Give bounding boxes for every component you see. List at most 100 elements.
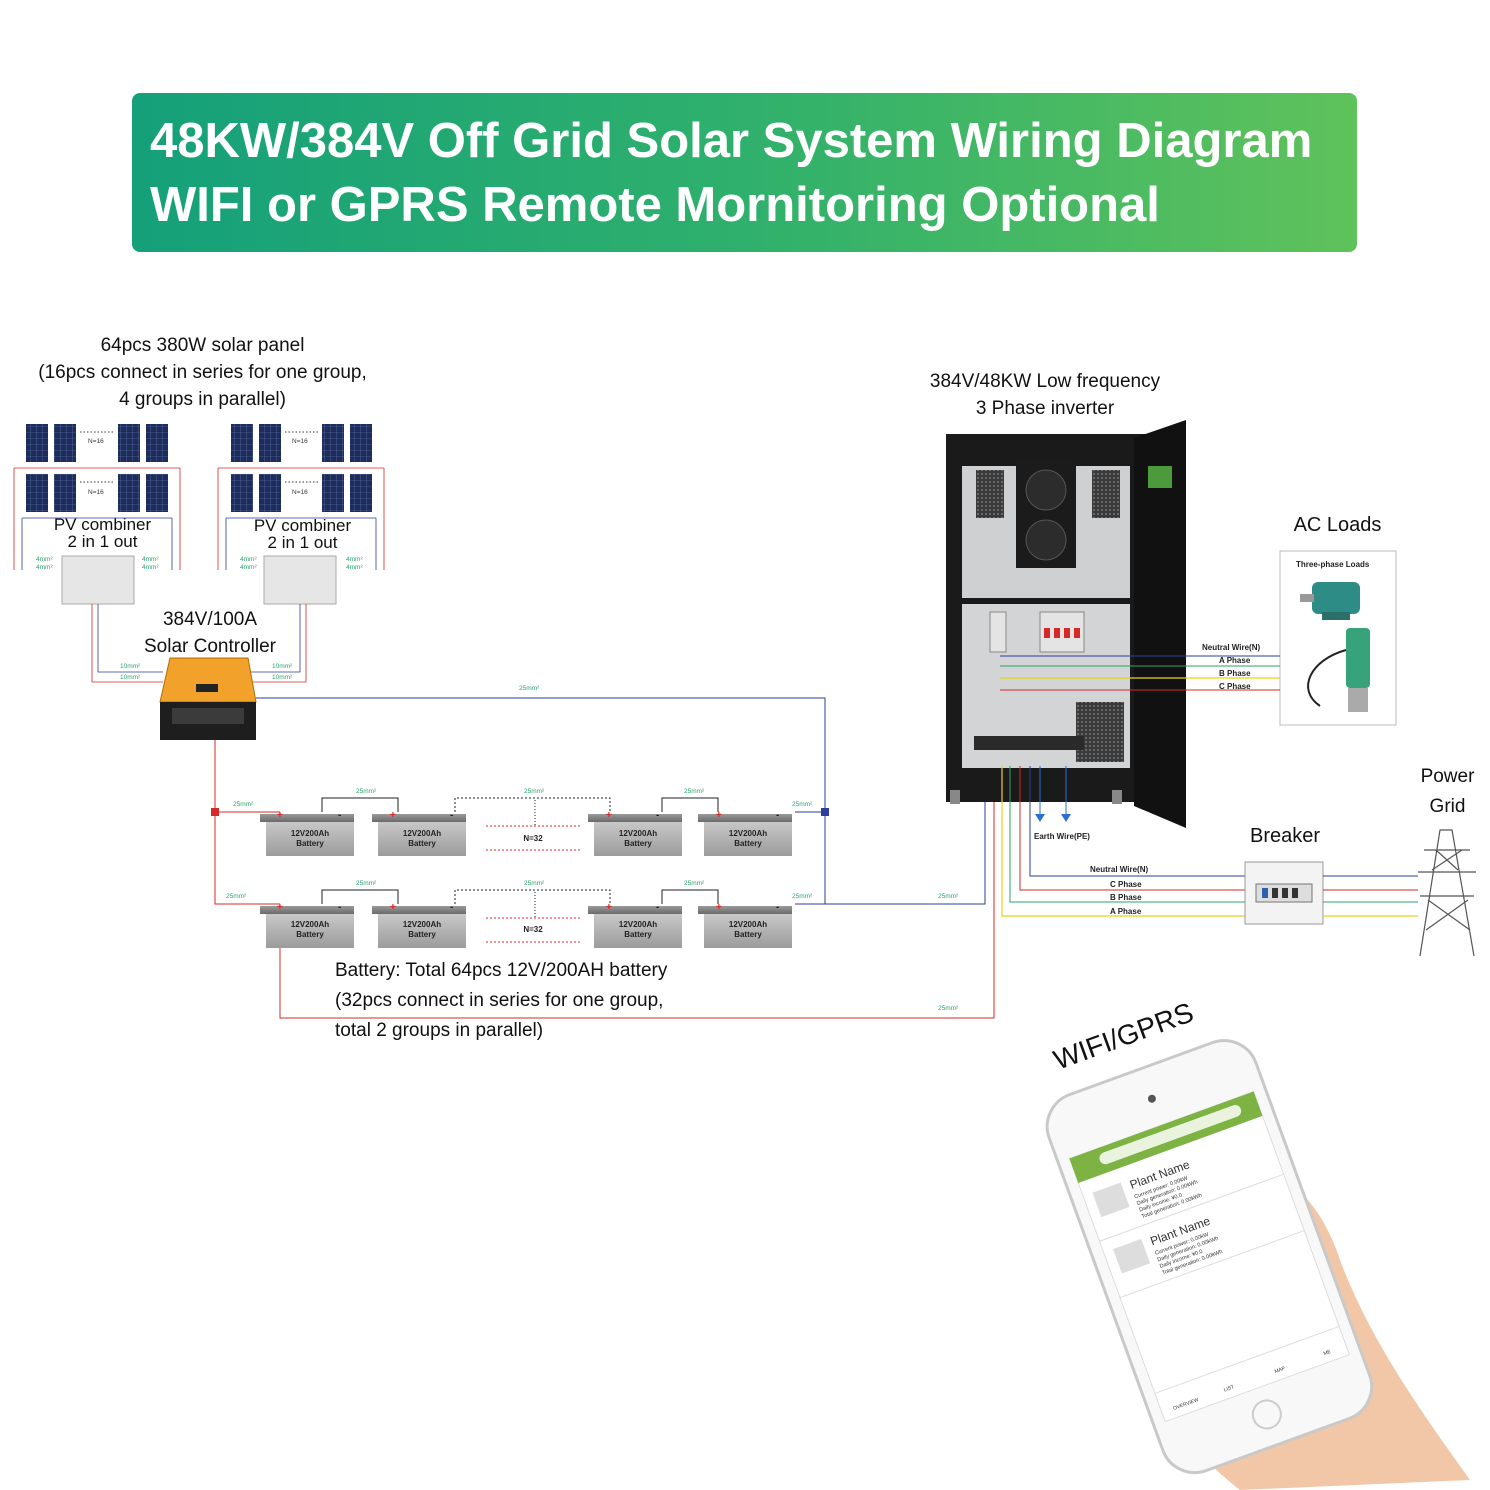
phone-illustration bbox=[1045, 1039, 1470, 1490]
inverter-cabinet bbox=[946, 420, 1186, 828]
power-grid-label: Power Grid bbox=[1420, 766, 1475, 817]
grid-wire-label: C Phase bbox=[1110, 880, 1142, 889]
pv-combiner-box-left bbox=[61, 555, 135, 605]
nav-list: LIST bbox=[1223, 1384, 1235, 1393]
string-count-label: N=16 bbox=[292, 438, 308, 445]
ac-wire-label: Neutral Wire(N) bbox=[1202, 643, 1260, 652]
battery bbox=[588, 814, 682, 822]
battery-label: Battery bbox=[296, 930, 324, 939]
pv-combiner-box-right bbox=[263, 555, 337, 605]
wire-size-label: 25mm² bbox=[524, 788, 545, 795]
battery-label: Battery bbox=[734, 839, 762, 848]
wire-size-label: 25mm² bbox=[938, 1005, 959, 1012]
svg-text:+: + bbox=[390, 902, 396, 913]
wire-size-label: 4mm² bbox=[142, 564, 159, 571]
wire-size-label: 25mm² bbox=[356, 788, 377, 795]
wire-size-label: 4mm² bbox=[36, 564, 53, 571]
wire-size-label: 25mm² bbox=[684, 788, 705, 795]
svg-text:+: + bbox=[277, 810, 283, 821]
wire-size-label: 4mm² bbox=[346, 564, 363, 571]
solar-panel bbox=[259, 424, 281, 462]
solar-array-right bbox=[217, 424, 385, 570]
wire-size-label: 10mm² bbox=[272, 663, 293, 670]
svg-text:-: - bbox=[450, 810, 453, 821]
motor-icon bbox=[1300, 582, 1360, 620]
ac-loads-title: AC Loads bbox=[1293, 514, 1382, 536]
battery-row-2 bbox=[260, 906, 792, 948]
svg-text:+: + bbox=[606, 810, 612, 821]
battery-caption: Battery: Total 64pcs 12V/200AH battery (… bbox=[335, 960, 668, 1041]
battery bbox=[372, 906, 466, 914]
wire-size-label: 4mm² bbox=[346, 556, 363, 563]
battery bbox=[588, 906, 682, 914]
solar-panel bbox=[54, 424, 76, 462]
battery bbox=[698, 906, 792, 914]
battery-label: 12V200Ah bbox=[619, 829, 657, 838]
svg-text:+: + bbox=[277, 902, 283, 913]
wire-size-label: 25mm² bbox=[792, 801, 813, 808]
battery-label: Battery bbox=[296, 839, 324, 848]
battery-label: 12V200Ah bbox=[291, 920, 329, 929]
battery bbox=[260, 906, 354, 914]
series-count-label: N=32 bbox=[523, 925, 543, 934]
svg-text:+: + bbox=[716, 810, 722, 821]
svg-text:+: + bbox=[716, 902, 722, 913]
pv-combiner-label-left: PV combiner 2 in 1 out bbox=[53, 515, 152, 551]
svg-text:-: - bbox=[656, 902, 659, 913]
battery bbox=[372, 814, 466, 822]
breaker-title: Breaker bbox=[1249, 825, 1321, 847]
battery-label: Battery bbox=[734, 930, 762, 939]
wire-size-label: 4mm² bbox=[36, 556, 53, 563]
wire-size-label: 25mm² bbox=[356, 880, 377, 887]
series-count-label: N=32 bbox=[523, 834, 543, 843]
battery bbox=[698, 814, 792, 822]
inverter-caption: 384V/48KW Low frequency 3 Phase inverter bbox=[929, 371, 1161, 419]
string-count-label: N=16 bbox=[292, 489, 308, 496]
water-pump-icon bbox=[1307, 628, 1370, 712]
grid-wire-label: Neutral Wire(N) bbox=[1090, 865, 1148, 874]
solar-panel bbox=[118, 474, 140, 512]
battery-row-1 bbox=[260, 814, 792, 856]
solar-panel bbox=[54, 474, 76, 512]
solar-panel bbox=[146, 474, 168, 512]
solar-panel-caption: 64pcs 380W solar panel (16pcs connect in… bbox=[38, 335, 367, 410]
string-count-label: N=16 bbox=[88, 438, 104, 445]
solar-panel bbox=[231, 474, 253, 512]
battery-label: Battery bbox=[408, 839, 436, 848]
earth-wire-label: Earth Wire(PE) bbox=[1034, 832, 1090, 841]
svg-text:-: - bbox=[776, 902, 779, 913]
nav-me: ME bbox=[1323, 1349, 1333, 1357]
ac-loads-box bbox=[1279, 550, 1397, 726]
solar-panel bbox=[26, 474, 48, 512]
battery-label: 12V200Ah bbox=[403, 920, 441, 929]
battery bbox=[260, 814, 354, 822]
solar-controller-caption: 384V/100A Solar Controller bbox=[144, 609, 276, 657]
wire-size-label: 25mm² bbox=[233, 801, 254, 808]
pv-combiner-label-right: PV combiner 2 in 1 out bbox=[253, 516, 352, 552]
battery-label: 12V200Ah bbox=[403, 829, 441, 838]
battery-label: Battery bbox=[624, 930, 652, 939]
wire-size-label: 10mm² bbox=[272, 674, 293, 681]
wire-size-label: 4mm² bbox=[240, 564, 257, 571]
grid-wire-label: A Phase bbox=[1110, 907, 1142, 916]
svg-text:-: - bbox=[656, 810, 659, 821]
monitoring-module bbox=[1148, 466, 1172, 488]
wire-size-label: 25mm² bbox=[524, 880, 545, 887]
battery-label: 12V200Ah bbox=[729, 920, 767, 929]
ac-wire-label: A Phase bbox=[1219, 656, 1251, 665]
solar-panel bbox=[350, 424, 372, 462]
solar-array-left bbox=[13, 424, 181, 570]
wire-size-label: 4mm² bbox=[240, 556, 257, 563]
ac-wire-label: C Phase bbox=[1219, 682, 1251, 691]
title-line-1: 48KW/384V Off Grid Solar System Wiring D… bbox=[150, 114, 1313, 168]
solar-panel bbox=[231, 424, 253, 462]
wire-size-label: 25mm² bbox=[684, 880, 705, 887]
breaker-box bbox=[1244, 861, 1324, 925]
solar-panel bbox=[118, 424, 140, 462]
svg-text:+: + bbox=[390, 810, 396, 821]
solar-panel bbox=[146, 424, 168, 462]
wire-size-label: 4mm² bbox=[142, 556, 159, 563]
battery-label: Battery bbox=[408, 930, 436, 939]
